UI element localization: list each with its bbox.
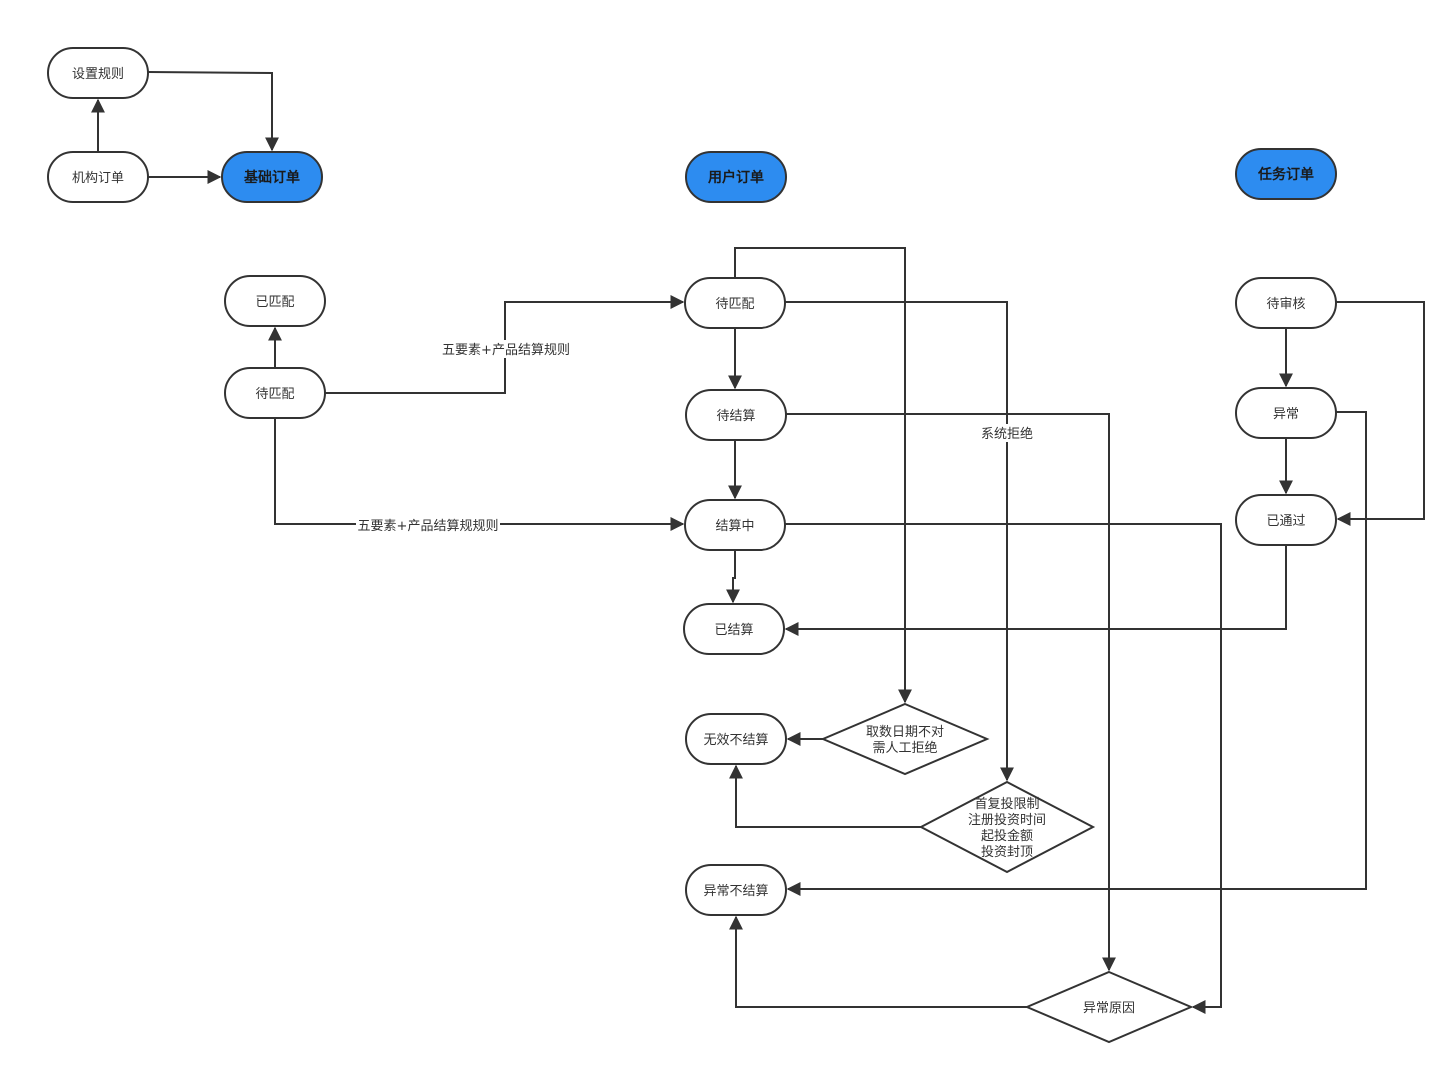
node-user-settled-label: 已结算 xyxy=(714,623,753,638)
decision-limits-line-3: 起投金额 xyxy=(981,828,1033,844)
node-base-order-label: 基础订单 xyxy=(244,169,300,186)
node-base-matched[interactable]: 已匹配 xyxy=(224,275,326,327)
decision-limits-line-1: 首复投限制 xyxy=(974,796,1039,812)
decision-date-check[interactable]: 取数日期不对 需人工拒绝 xyxy=(820,702,990,776)
decision-limits-line-2: 注册投资时间 xyxy=(968,812,1046,828)
node-base-matched-label: 已匹配 xyxy=(255,295,294,310)
node-invalid-no-settle[interactable]: 无效不结算 xyxy=(685,713,787,765)
node-base-pending-label: 待匹配 xyxy=(255,387,294,402)
edge-user-pending-to-date-check xyxy=(734,247,912,704)
node-inst-order-label: 机构订单 xyxy=(72,171,124,186)
edge-base-pending-to-settling xyxy=(274,418,685,531)
node-task-passed[interactable]: 已通过 xyxy=(1235,494,1337,546)
node-task-abnormal-label: 异常 xyxy=(1273,407,1299,422)
decision-limits[interactable]: 首复投限制 注册投资时间 起投金额 投资封顶 xyxy=(918,780,1096,874)
node-task-review[interactable]: 待审核 xyxy=(1235,277,1337,329)
node-user-pending[interactable]: 待匹配 xyxy=(684,277,786,329)
edge-review-to-passed xyxy=(1336,301,1425,526)
node-user-settling[interactable]: 结算中 xyxy=(684,499,786,551)
decision-limits-line-4: 投资封顶 xyxy=(981,844,1033,860)
decision-abnormal-reason-label: 异常原因 xyxy=(1083,1001,1135,1016)
edge-passed-to-settled xyxy=(784,545,1287,636)
edge-to-settle-to-abnormal-reason xyxy=(785,413,1116,972)
node-abnormal-no-settle[interactable]: 异常不结算 xyxy=(685,864,787,916)
node-user-settled[interactable]: 已结算 xyxy=(683,603,785,655)
node-set-rules[interactable]: 设置规则 xyxy=(47,47,149,99)
node-task-abnormal[interactable]: 异常 xyxy=(1235,387,1337,439)
node-set-rules-label: 设置规则 xyxy=(72,67,124,82)
edge-label-rule-to-pending: 五要素+产品结算规则 xyxy=(442,343,570,358)
node-user-to-settle-label: 待结算 xyxy=(716,409,755,424)
node-task-review-label: 待审核 xyxy=(1266,297,1305,312)
edge-rules-to-base xyxy=(147,71,279,152)
nodes: 设置规则 机构订单 基础订单 用户订单 任务订单 已匹配 待匹配 xyxy=(47,47,1337,1044)
edge-user-pending-to-limits xyxy=(785,301,1014,782)
edge-label-rule-to-settling: 五要素+产品结算规规则 xyxy=(358,519,499,534)
node-user-pending-label: 待匹配 xyxy=(715,297,754,312)
node-task-order[interactable]: 任务订单 xyxy=(1235,148,1337,200)
decision-abnormal-reason[interactable]: 异常原因 xyxy=(1024,970,1194,1044)
node-task-passed-label: 已通过 xyxy=(1266,514,1305,529)
edge-labels: 五要素+产品结算规则 五要素+产品结算规规则 系统拒绝 xyxy=(356,340,1036,534)
node-user-order[interactable]: 用户订单 xyxy=(685,151,787,203)
decision-date-check-line-2: 需人工拒绝 xyxy=(872,740,937,756)
node-user-to-settle[interactable]: 待结算 xyxy=(685,389,787,441)
node-base-order[interactable]: 基础订单 xyxy=(221,151,323,203)
edge-task-abnormal-to-abnormal-no-settle xyxy=(786,411,1367,896)
decision-date-check-line-1: 取数日期不对 xyxy=(866,725,944,740)
edge-abnormal-reason-to-abnormal-no-settle xyxy=(729,915,1027,1008)
edge-settling-to-settled xyxy=(726,550,740,604)
edge-label-system-reject: 系统拒绝 xyxy=(981,426,1033,442)
node-task-order-label: 任务订单 xyxy=(1257,166,1314,183)
node-inst-order[interactable]: 机构订单 xyxy=(47,151,149,203)
edge-limits-to-invalid xyxy=(729,764,921,828)
node-user-settling-label: 结算中 xyxy=(715,519,754,534)
node-user-order-label: 用户订单 xyxy=(708,169,764,186)
node-abnormal-no-settle-label: 异常不结算 xyxy=(703,884,768,899)
node-base-pending[interactable]: 待匹配 xyxy=(224,367,326,419)
node-invalid-no-settle-label: 无效不结算 xyxy=(703,733,768,748)
edge-settling-to-abnormal-reason xyxy=(785,523,1222,1014)
